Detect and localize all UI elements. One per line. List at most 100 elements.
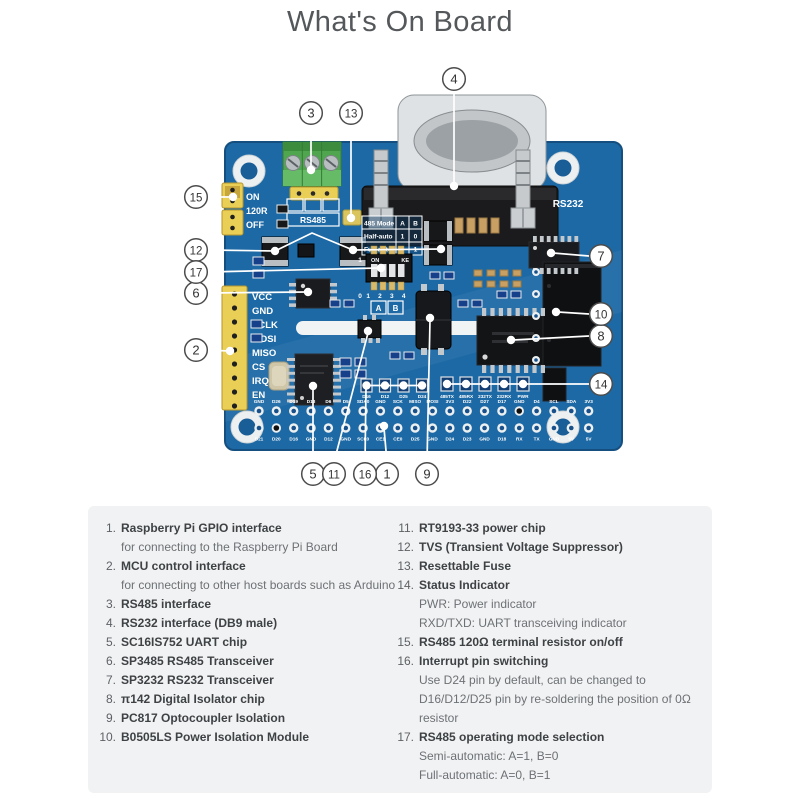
svg-text:3V3: 3V3	[584, 399, 593, 404]
legend-item: 6.SP3485 RS485 Transceiver	[105, 654, 274, 668]
svg-text:232TX: 232TX	[478, 394, 493, 399]
dip-on-label: ON	[371, 258, 379, 264]
callout-7: 7	[546, 243, 614, 269]
dip-a-label: A	[376, 304, 382, 313]
callout-17: 17	[183, 259, 386, 285]
legend-item: 5.SC16IS752 UART chip	[105, 635, 248, 649]
svg-text:D20: D20	[272, 437, 281, 442]
legend-subtext: resistor	[419, 711, 459, 725]
svg-text:14: 14	[595, 379, 608, 391]
svg-text:MOSI: MOSI	[252, 334, 276, 345]
callout-16: 16	[352, 381, 427, 487]
svg-text:D27: D27	[480, 399, 489, 404]
rs232-connector	[361, 94, 559, 247]
svg-text:SCL: SCL	[549, 399, 559, 404]
svg-text:9: 9	[423, 466, 430, 481]
svg-text:4: 4	[450, 71, 457, 86]
db9-screw-left	[368, 149, 394, 229]
callout-8: 8	[506, 323, 614, 349]
smd-components	[250, 217, 522, 379]
svg-text:8: 8	[597, 328, 604, 343]
svg-text:MOSI: MOSI	[427, 399, 439, 404]
legend-item: 14.Status Indicator	[397, 578, 510, 592]
legend-item: 16.Interrupt pin switching	[397, 654, 549, 668]
svg-text:Half-auto: Half-auto	[364, 234, 393, 241]
legend-item: 8.π142 Digital Isolator chip	[105, 692, 265, 706]
legend-item: 10.B0505LS Power Isolation Module	[99, 730, 310, 744]
svg-text:SCL0: SCL0	[357, 437, 369, 442]
callout-4: 4	[441, 66, 467, 191]
svg-text:232RX: 232RX	[497, 394, 512, 399]
rs232-silkscreen: RS232	[553, 199, 584, 210]
callout-11: 11	[321, 326, 373, 487]
callout-2: 2	[183, 337, 235, 363]
dip-zero-label: 0	[358, 293, 362, 300]
svg-text:IRQ: IRQ	[252, 376, 269, 387]
callout-6: 6	[183, 280, 313, 306]
dip-numbers: 1 2 3 4	[366, 293, 408, 300]
svg-text:CS: CS	[252, 362, 265, 373]
svg-text:7: 7	[597, 248, 604, 263]
svg-text:D18: D18	[498, 437, 507, 442]
callout-1: 1	[374, 421, 400, 487]
rs485-silkscreen: RS485	[300, 215, 326, 225]
svg-text:EN: EN	[252, 390, 265, 401]
legend-item: 13.Resettable Fuse	[397, 559, 512, 573]
callout-13: 13	[338, 100, 364, 223]
legend-subtext: D16/D12/D25 pin by re-soldering the posi…	[419, 692, 691, 706]
gpio-pinout: GNDD21D26D20D19D16D13GNDD6D12D5GNDSDA0SC…	[254, 399, 594, 442]
svg-text:1: 1	[401, 234, 405, 241]
crystal-oscillator	[268, 361, 290, 391]
svg-text:5V: 5V	[568, 437, 575, 442]
svg-text:GND: GND	[514, 399, 525, 404]
callout-14: 14	[442, 371, 614, 397]
svg-text:15: 15	[190, 192, 203, 204]
svg-text:SCLK: SCLK	[252, 320, 278, 331]
legend-subtext: Semi-automatic: A=1, B=0	[419, 749, 559, 763]
legend-item: 15.RS485 120Ω terminal resistor on/off	[397, 635, 623, 649]
legend-subtext: PWR: Power indicator	[419, 597, 537, 611]
svg-text:OFF: OFF	[246, 220, 264, 230]
termination-resistors	[276, 204, 289, 229]
svg-text:D25: D25	[399, 394, 408, 399]
svg-text:485TX: 485TX	[440, 394, 455, 399]
svg-text:CE1: CE1	[376, 437, 386, 442]
svg-text:D23: D23	[463, 437, 472, 442]
svg-text:D17: D17	[498, 399, 507, 404]
dip-brand-label: KE	[401, 258, 409, 264]
svg-text:5: 5	[309, 466, 316, 481]
callout-12: 12	[183, 232, 446, 263]
svg-text:GND: GND	[341, 437, 352, 442]
legend-item: 4.RS232 interface (DB9 male)	[105, 616, 278, 630]
svg-text:CE0: CE0	[393, 437, 403, 442]
legend-item: 11.RT9193-33 power chip	[398, 521, 546, 535]
legend-item: 17.RS485 operating mode selection	[397, 730, 605, 744]
svg-text:B: B	[413, 221, 418, 228]
legend-subtext: Use D24 pin by default, can be changed t…	[419, 673, 646, 687]
db9-screw-right	[510, 149, 536, 229]
svg-text:GND: GND	[375, 399, 386, 404]
svg-text:TX: TX	[534, 437, 541, 442]
svg-text:1: 1	[383, 466, 390, 481]
svg-text:GND: GND	[252, 306, 273, 317]
svg-text:11: 11	[328, 469, 340, 481]
svg-text:0: 0	[414, 234, 418, 241]
silkscreen-labels: RS232	[553, 199, 584, 210]
svg-text:D26: D26	[272, 399, 281, 404]
svg-text:12: 12	[190, 245, 203, 257]
svg-text:D21: D21	[255, 437, 264, 442]
rs485-transceiver-chip	[295, 278, 331, 309]
mounting-holes	[230, 151, 580, 444]
dip-b-label: B	[393, 304, 399, 313]
svg-text:16: 16	[359, 469, 372, 481]
svg-text:17: 17	[190, 267, 203, 279]
svg-text:3: 3	[307, 105, 314, 120]
svg-text:485 Mode: 485 Mode	[364, 221, 394, 228]
callout-3: 3	[298, 100, 324, 175]
svg-text:GND: GND	[254, 399, 265, 404]
svg-text:GND: GND	[479, 437, 490, 442]
svg-text:120R: 120R	[246, 206, 268, 216]
